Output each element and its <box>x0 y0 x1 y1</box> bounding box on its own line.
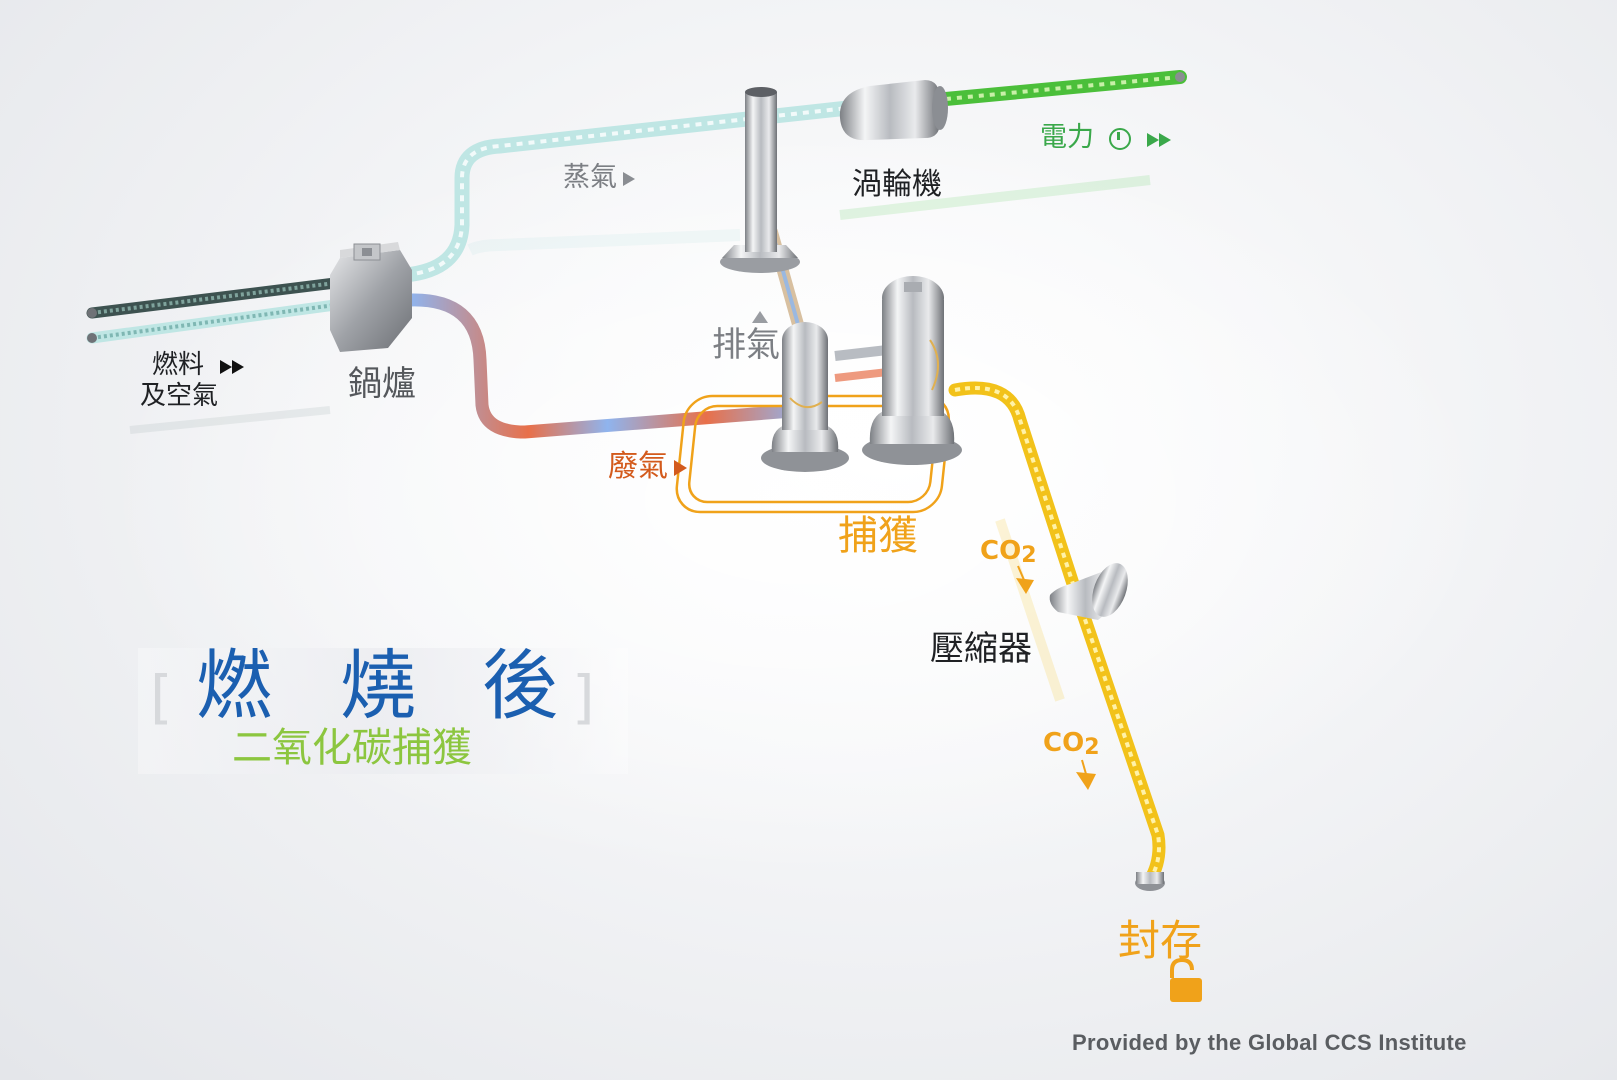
fuel-air-text-1: 燃料 <box>152 350 205 380</box>
exhaust-stack <box>720 87 800 273</box>
flue-gas-label: 廢氣 <box>608 452 687 482</box>
electricity-label: 電力 <box>1040 122 1172 153</box>
flue-gas-arrow-icon <box>674 459 687 476</box>
fast-forward-icon <box>220 353 245 379</box>
fuel-air-inlet-pipes <box>86 277 341 344</box>
capture-tower-small <box>761 322 849 472</box>
turbine-unit <box>839 80 948 141</box>
turbine-label: 渦輪機 <box>852 167 942 202</box>
title-bracket-left: [ <box>150 663 173 731</box>
title-char-1: 燃 <box>196 641 272 730</box>
steam-label: 蒸氣 <box>563 164 635 191</box>
storage-nozzle <box>1135 872 1165 891</box>
flue-gas-pipe <box>403 293 812 439</box>
title-char-2: 燒 <box>340 641 416 730</box>
co2-label-2: CO2 <box>1043 730 1100 759</box>
flue-gas-text: 廢氣 <box>608 449 668 484</box>
fuel-air-label-line1: 燃料 <box>152 350 245 380</box>
steam-text: 蒸氣 <box>563 162 617 193</box>
title-subtitle: 二氧化碳捕獲 <box>232 725 472 771</box>
co2-arrow-icon-2 <box>1076 759 1096 790</box>
electricity-text: 電力 <box>1040 122 1094 153</box>
exhaust-arrow-icon <box>752 306 768 325</box>
co2-text-1: CO <box>980 536 1022 566</box>
co2-arrow-icon-1 <box>1016 565 1034 594</box>
capture-label: 捕獲 <box>838 513 918 559</box>
boiler-label: 鍋爐 <box>348 364 416 404</box>
compressor-unit <box>1049 563 1128 620</box>
steam-arrow-icon <box>623 171 635 186</box>
co2-text-2: CO <box>1043 728 1085 758</box>
electricity-fast-forward-icon <box>1147 125 1172 152</box>
title-char-3: 後 <box>482 641 558 730</box>
power-icon <box>1108 127 1131 150</box>
fuel-air-label-line2: 及空氣 <box>140 381 219 411</box>
title-bracket-right: ] <box>572 663 595 731</box>
credit-text: Provided by the Global CCS Institute <box>1072 1030 1467 1055</box>
boiler-unit <box>330 242 412 352</box>
co2-label-1: CO2 <box>980 538 1037 567</box>
co2-sub-2: 2 <box>1084 735 1100 760</box>
exhaust-label: 排氣 <box>712 325 780 365</box>
co2-sub-1: 2 <box>1021 543 1037 568</box>
title-panel <box>138 648 628 774</box>
storage-label: 封存 <box>1118 916 1203 965</box>
compressor-label: 壓縮器 <box>930 629 1032 669</box>
padlock-icon <box>1170 957 1202 1002</box>
reflections <box>129 175 1151 702</box>
capture-tower-large <box>862 276 962 465</box>
